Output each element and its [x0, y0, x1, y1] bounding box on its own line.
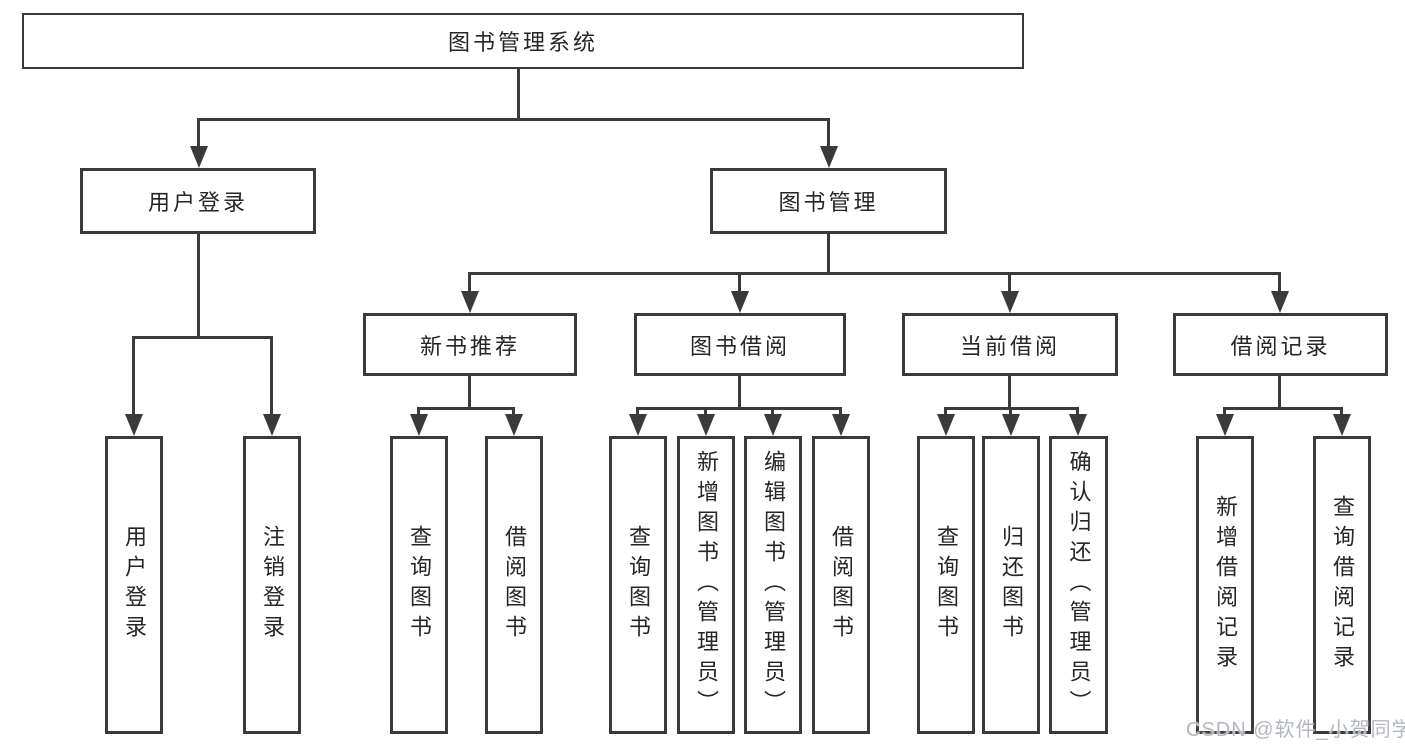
- node-current-borrow: 当前借阅: [902, 313, 1118, 376]
- arrowhead-br-add: [1216, 414, 1234, 436]
- connector-current-borrow-stem: [1008, 376, 1011, 407]
- connector-to-borrow-record: [1278, 272, 1281, 295]
- node-new-book-recommend: 新书推荐: [363, 313, 577, 376]
- arrowhead-bb-borrow: [832, 414, 850, 436]
- connector-recommend-horizontal: [419, 407, 514, 410]
- connector-to-bb-query: [636, 407, 639, 417]
- node-borrow-record: 借阅记录: [1173, 313, 1388, 376]
- leaf-edit-books-admin: 编辑图书（管理员）: [744, 436, 802, 734]
- leaf-user-login: 用户登录: [105, 436, 163, 734]
- arrowhead-cb-confirm: [1069, 414, 1087, 436]
- node-book-borrow: 图书借阅: [634, 313, 846, 376]
- arrowhead-cb-return: [1002, 414, 1020, 436]
- leaf-add-borrow-record: 新增借阅记录: [1196, 436, 1254, 734]
- node-library-system: 图书管理系统: [22, 13, 1024, 69]
- connector-root-horizontal: [198, 118, 830, 121]
- connector-to-cb-return: [1009, 407, 1012, 417]
- connector-to-recommend-query: [417, 407, 420, 417]
- arrowhead-bb-edit: [764, 414, 782, 436]
- connector-to-user-login: [197, 118, 200, 150]
- leaf-confirm-return-admin: 确认归还（管理员）: [1049, 436, 1108, 734]
- connector-to-leaf-logout: [270, 336, 273, 416]
- leaf-recommend-borrow-books: 借阅图书: [485, 436, 543, 734]
- arrowhead-recommend-borrow: [505, 414, 523, 436]
- leaf-borrow-books: 借阅图书: [812, 436, 870, 734]
- arrowhead-leaf-logout: [263, 414, 281, 436]
- connector-to-br-add: [1223, 407, 1226, 417]
- leaf-borrow-query-books: 查询图书: [609, 436, 667, 734]
- arrowhead-book-borrow: [731, 291, 749, 313]
- connector-to-leaf-user-login: [132, 336, 135, 416]
- connector-borrow-record-stem: [1278, 376, 1281, 407]
- connector-user-login-stem: [197, 234, 200, 336]
- connector-to-bb-borrow: [839, 407, 842, 417]
- connector-book-borrow-stem: [738, 376, 741, 407]
- connector-book-management-stem: [827, 234, 830, 272]
- arrowhead-br-query: [1333, 414, 1351, 436]
- connector-to-cb-confirm: [1076, 407, 1079, 417]
- arrowhead-cb-query: [937, 414, 955, 436]
- connector-root-stem: [517, 69, 520, 118]
- node-book-management: 图书管理: [710, 168, 947, 234]
- arrowhead-leaf-user-login: [125, 414, 143, 436]
- connector-to-cb-query: [944, 407, 947, 417]
- arrowhead-current-borrow: [1001, 291, 1019, 313]
- leaf-return-books: 归还图书: [982, 436, 1040, 734]
- arrowhead-bb-query: [629, 414, 647, 436]
- arrowhead-user-login: [190, 146, 208, 168]
- connector-to-recommend-borrow: [512, 407, 515, 417]
- connector-to-br-query: [1340, 407, 1343, 417]
- node-user-login: 用户登录: [80, 168, 316, 234]
- connector-to-current-borrow: [1008, 272, 1011, 295]
- connector-to-book-borrow: [738, 272, 741, 295]
- connector-user-login-horizontal: [133, 336, 272, 339]
- connector-to-new-book-recommend: [468, 272, 471, 295]
- connector-recommend-stem: [468, 376, 471, 407]
- connector-to-bb-edit: [771, 407, 774, 417]
- leaf-logout: 注销登录: [243, 436, 301, 734]
- connector-current-borrow-horizontal: [946, 407, 1078, 410]
- leaf-recommend-query-books: 查询图书: [390, 436, 448, 734]
- leaf-add-books-admin: 新增图书（管理员）: [677, 436, 735, 734]
- connector-book-borrow-horizontal: [638, 407, 841, 410]
- connector-borrow-record-horizontal: [1225, 407, 1342, 410]
- arrowhead-new-book-recommend: [461, 291, 479, 313]
- connector-book-management-horizontal: [470, 272, 1280, 275]
- leaf-query-borrow-record: 查询借阅记录: [1313, 436, 1371, 734]
- arrowhead-recommend-query: [410, 414, 428, 436]
- arrowhead-bb-add: [697, 414, 715, 436]
- connector-to-bb-add: [704, 407, 707, 417]
- csdn-watermark: CSDN @软件_小贺同学: [1186, 719, 1405, 741]
- arrowhead-book-management: [820, 146, 838, 168]
- connector-to-book-management: [827, 118, 830, 150]
- leaf-current-query-books: 查询图书: [917, 436, 975, 734]
- arrowhead-borrow-record: [1271, 291, 1289, 313]
